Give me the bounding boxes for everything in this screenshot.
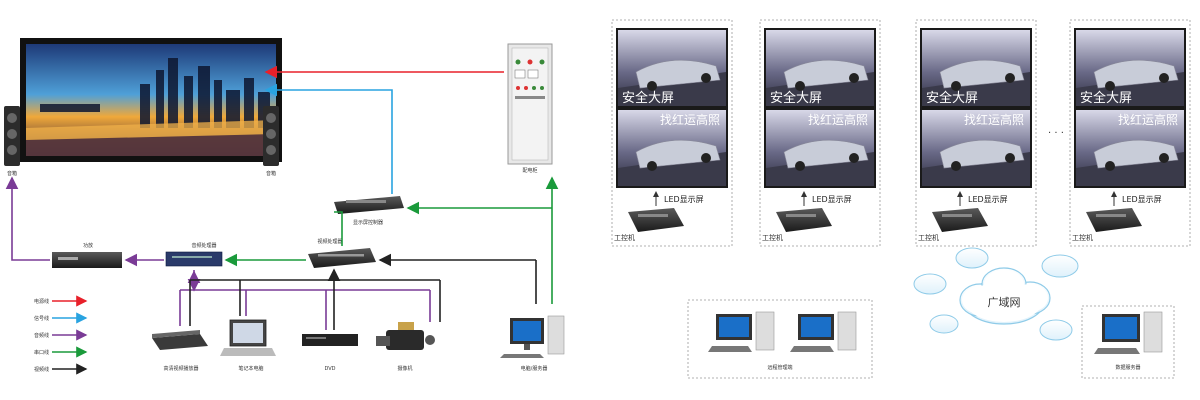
wan-label: 广域网 (988, 296, 1021, 309)
panel-caption: LED显示屏 (812, 195, 852, 204)
panel-text-bottom: 找红运高照 (1118, 112, 1178, 127)
remote-pc-1 (708, 311, 775, 352)
amplifier-label: 功放 (83, 242, 93, 249)
display-controller-label: 显示屏控制器 (353, 219, 383, 226)
speaker-left-label: 音箱 (7, 170, 17, 177)
source-label-laptop: 笔记本电脑 (238, 365, 263, 372)
controller-label: 工控机 (762, 233, 783, 242)
svg-text:串口线: 串口线 (34, 349, 49, 356)
server-computer (500, 315, 565, 358)
controller-label: 工控机 (614, 233, 635, 242)
svg-text:信号线: 信号线 (34, 315, 49, 322)
hd-player (152, 330, 208, 350)
power-cabinet-label: 配电柜 (522, 167, 537, 174)
speaker-right (263, 106, 279, 166)
svg-text:音频线: 音频线 (34, 332, 49, 339)
display-controller (334, 196, 404, 214)
panel-caption: LED显示屏 (968, 195, 1008, 204)
controller-icon (1086, 208, 1142, 232)
data-server-label: 数据服务器 (1115, 364, 1140, 371)
source-label-camera: 摄像机 (397, 365, 412, 372)
ellipsis: · · · (1048, 128, 1064, 139)
controller-icon (628, 208, 684, 232)
legend: 电源线 信号线 音频线 串口线 视频线 (34, 295, 88, 375)
left-connections (5, 65, 559, 330)
laptop (220, 319, 276, 356)
controller-label: 工控机 (918, 233, 939, 242)
power-cabinet (507, 43, 553, 165)
legend-item-video: 视频线 (34, 363, 88, 375)
source-label-server: 电脑/服务器 (521, 365, 548, 372)
remote-management-group (687, 299, 873, 379)
panel-text-top: 安全大屏 (1080, 90, 1132, 106)
panel-caption: LED显示屏 (1122, 195, 1162, 204)
data-server-group (1081, 305, 1175, 379)
panel-caption: LED显示屏 (664, 195, 704, 204)
controller-icon (932, 208, 988, 232)
legend-item-power: 电源线 (34, 295, 88, 307)
audio-processor (165, 251, 223, 267)
legend-item-audio: 音频线 (34, 329, 88, 341)
panel-text-top: 安全大屏 (622, 90, 674, 106)
source-label-hd-player: 高清视频播放器 (163, 365, 198, 372)
legend-item-signal: 信号线 (34, 312, 88, 324)
panel-text-bottom: 找红运高照 (964, 112, 1024, 127)
main-led-screen (20, 38, 282, 162)
video-processor-label: 视频处理器 (317, 238, 342, 245)
dvd-player (302, 334, 358, 346)
svg-text:电源线: 电源线 (34, 298, 49, 305)
source-label-dvd: DVD (324, 366, 335, 372)
svg-text:视频线: 视频线 (34, 366, 49, 373)
video-processor (308, 248, 376, 268)
panel-text-top: 安全大屏 (926, 90, 978, 106)
panel-text-bottom: 找红运高照 (660, 112, 720, 127)
remote-pc-2 (790, 311, 857, 352)
led-panel-units: 安全大屏找红运高照LED显示屏工控机安全大屏找红运高照LED显示屏工控机安全大屏… (611, 19, 1191, 247)
panel-text-top: 安全大屏 (770, 90, 822, 106)
speaker-left (4, 106, 20, 166)
controller-label: 工控机 (1072, 233, 1093, 242)
legend-item-serial: 串口线 (34, 346, 88, 358)
wan-cloud (913, 247, 1079, 341)
amplifier (52, 252, 122, 268)
audio-processor-label: 音频处理器 (191, 242, 216, 249)
speaker-right-label: 音箱 (266, 170, 276, 177)
camera (376, 322, 435, 350)
remote-management-label: 远程管理端 (767, 364, 792, 371)
panel-text-bottom: 找红运高照 (808, 112, 868, 127)
controller-icon (776, 208, 832, 232)
